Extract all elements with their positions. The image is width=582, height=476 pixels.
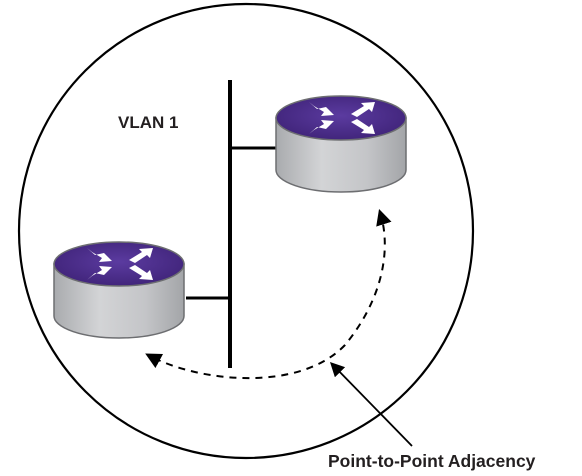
vlan-label: VLAN 1 [118, 113, 178, 132]
router-icon [275, 95, 407, 193]
adjacency-label: Point-to-Point Adjacency [328, 451, 536, 471]
adjacency-arrow [145, 208, 392, 380]
router-icon [53, 241, 185, 339]
callout-pointer [329, 361, 413, 447]
scope-circle [17, 2, 475, 460]
